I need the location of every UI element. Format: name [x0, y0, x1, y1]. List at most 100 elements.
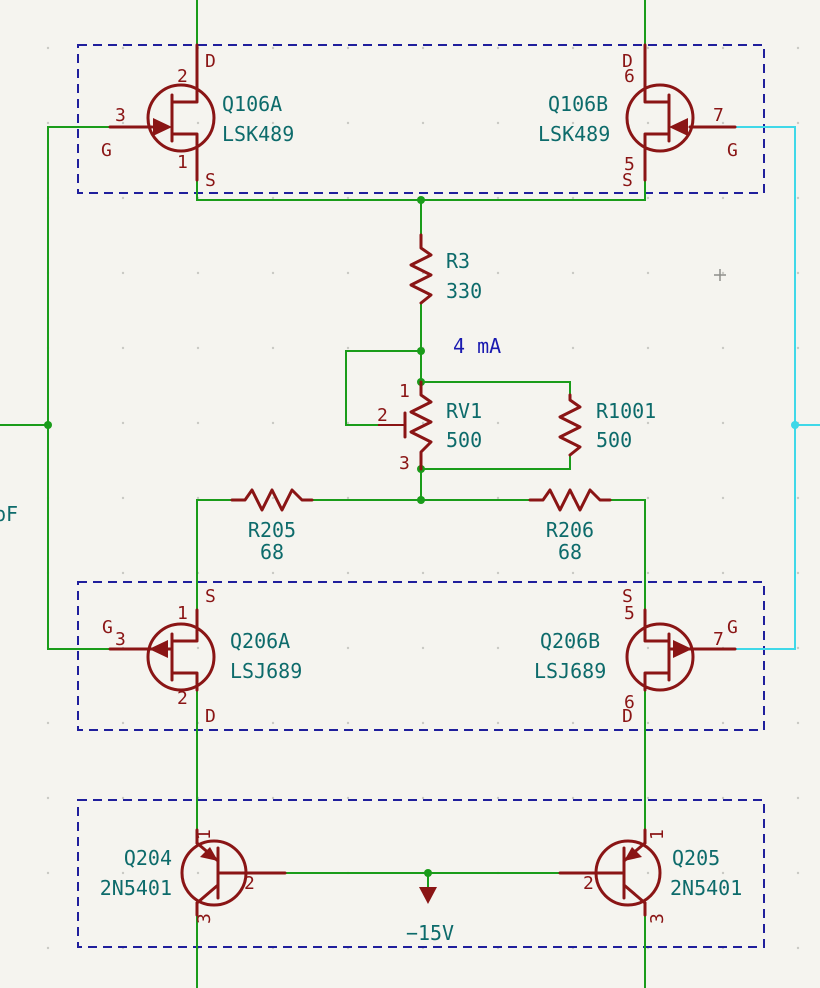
q106a-pin-source-number: 1	[177, 152, 188, 173]
grid-dot	[196, 121, 200, 125]
power-neg15-symbol[interactable]	[419, 887, 437, 904]
grid-dot	[421, 421, 425, 425]
grid-dot	[121, 871, 125, 875]
grid-dot	[121, 571, 125, 575]
r3-symbol[interactable]	[409, 233, 433, 305]
grid-dot	[196, 496, 200, 500]
q206a-pin-gate-name: G	[102, 617, 113, 638]
q206a-pin-drain-number: 2	[177, 688, 188, 709]
grid-dot	[121, 196, 125, 200]
q106b-pin-drain-name: D	[622, 51, 633, 72]
q205-value-label: 2N5401	[670, 876, 742, 900]
r1001-symbol[interactable]	[558, 393, 582, 457]
grid-dot	[796, 721, 800, 725]
wire-r1001-bottom	[420, 454, 571, 470]
q106a-pin-drain-name: D	[205, 51, 216, 72]
grid-dot	[46, 46, 50, 50]
grid-dot	[121, 796, 125, 800]
rv1-value-label: 500	[446, 428, 482, 452]
grid-dot	[196, 421, 200, 425]
grid-dot	[646, 346, 650, 350]
grid-dot	[571, 721, 575, 725]
grid-dot	[196, 646, 200, 650]
grid-dot	[721, 46, 725, 50]
grid-dot	[271, 721, 275, 725]
q106a-pin-source-name: S	[205, 170, 216, 191]
grid-dot	[346, 196, 350, 200]
q206b-value-label: LSJ689	[534, 659, 606, 683]
grid-dot	[421, 646, 425, 650]
grid-dot	[796, 496, 800, 500]
grid-dot	[121, 496, 125, 500]
grid-dot	[496, 196, 500, 200]
grid-dot	[646, 721, 650, 725]
grid-dot	[421, 121, 425, 125]
q106b-symbol[interactable]	[625, 43, 737, 182]
grid-dot	[796, 271, 800, 275]
grid-dot	[121, 421, 125, 425]
grid-dot	[721, 496, 725, 500]
grid-dot	[421, 796, 425, 800]
r205-symbol[interactable]	[230, 488, 314, 512]
grid-dot	[571, 796, 575, 800]
r206-symbol[interactable]	[528, 488, 612, 512]
grid-dot	[346, 121, 350, 125]
group-box-input-pair	[77, 44, 765, 194]
grid-dot	[346, 721, 350, 725]
grid-dot	[496, 646, 500, 650]
q205-symbol[interactable]	[558, 828, 662, 917]
q106a-symbol[interactable]	[108, 43, 216, 182]
grid-dot	[121, 721, 125, 725]
current-annotation: 4 mA	[453, 334, 501, 358]
junction-dot	[791, 421, 799, 429]
grid-dot	[496, 571, 500, 575]
r3-ref-label: R3	[446, 249, 470, 273]
grid-dot	[646, 571, 650, 575]
power-neg15-label: −15V	[406, 921, 454, 945]
grid-dot	[46, 871, 50, 875]
grid-dot	[421, 46, 425, 50]
q206b-pin-gate-number: 7	[713, 629, 724, 650]
q204-symbol[interactable]	[180, 828, 287, 917]
r206-value-label: 68	[558, 540, 582, 564]
grid-dot	[721, 121, 725, 125]
rv1-symbol[interactable]	[378, 380, 433, 471]
grid-dot	[721, 721, 725, 725]
grid-dot	[496, 46, 500, 50]
q106b-pin-source-name: S	[622, 170, 633, 191]
wire-r1001-top	[420, 381, 571, 396]
grid-dot	[346, 46, 350, 50]
grid-dot	[346, 271, 350, 275]
grid-dot	[46, 946, 50, 950]
q106a-ref-label: Q106A	[222, 92, 282, 116]
grid-dot	[571, 196, 575, 200]
junction-dot	[417, 347, 425, 355]
group-box-bjt-pair	[77, 799, 765, 948]
q206b-symbol[interactable]	[625, 608, 737, 692]
grid-dot	[796, 571, 800, 575]
q206a-pin-source-number: 1	[177, 603, 188, 624]
r3-value-label: 330	[446, 279, 482, 303]
q106b-ref-label: Q106B	[548, 92, 608, 116]
q206a-pin-source-name: S	[205, 586, 216, 607]
q106b-value-label: LSK489	[538, 122, 610, 146]
r1001-ref-label: R1001	[596, 399, 656, 423]
q206b-pin-source-name: S	[622, 586, 633, 607]
q106b-pin-gate-name: G	[727, 140, 738, 161]
grid-dot	[271, 346, 275, 350]
grid-dot	[421, 571, 425, 575]
grid-dot	[346, 496, 350, 500]
grid-dot	[796, 121, 800, 125]
q206b-pin-source-number: 5	[624, 603, 635, 624]
q206b-pin-drain-name: D	[622, 706, 633, 727]
grid-dot	[271, 571, 275, 575]
grid-dot	[121, 346, 125, 350]
junction-dot	[44, 421, 52, 429]
grid-dot	[346, 796, 350, 800]
q206a-symbol[interactable]	[108, 608, 216, 692]
rv1-pin-bottom-number: 3	[399, 453, 410, 474]
grid-dot	[646, 196, 650, 200]
q106b-pin-source-number: 5	[624, 154, 635, 175]
q106b-pin-drain-number: 6	[624, 66, 635, 87]
